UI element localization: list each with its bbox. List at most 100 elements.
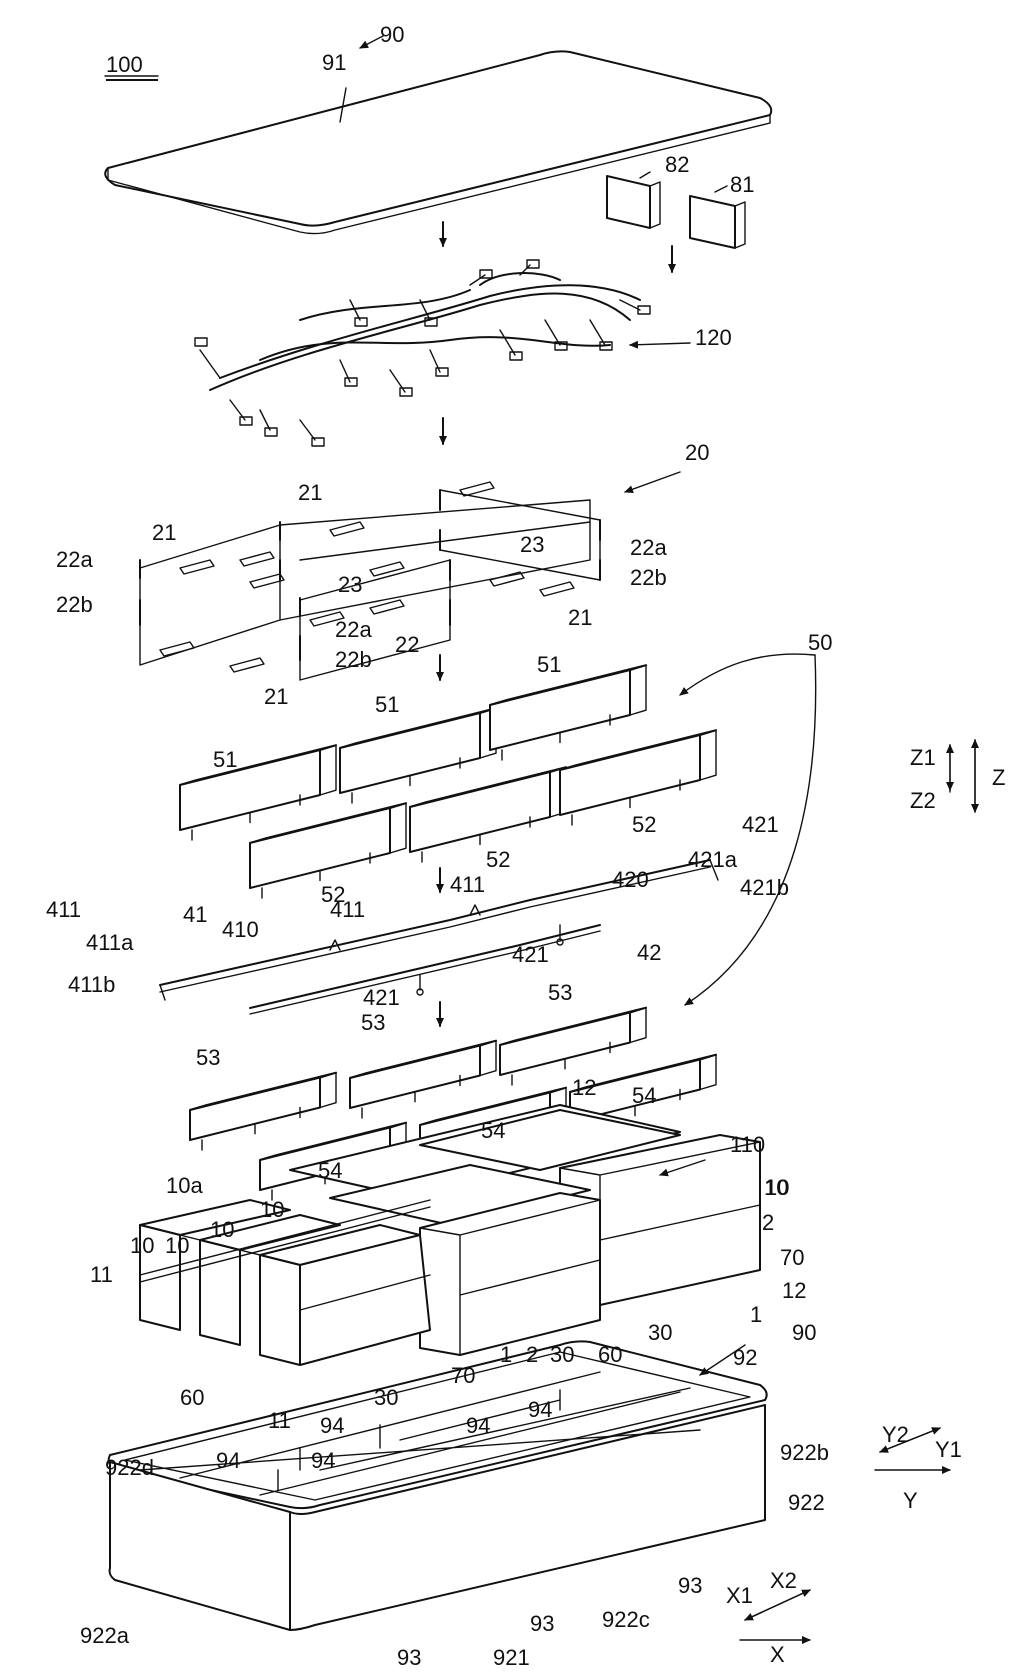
reference-label: 93 bbox=[678, 1573, 702, 1598]
reference-label: X bbox=[770, 1642, 785, 1667]
reference-label: 94 bbox=[216, 1448, 240, 1473]
reference-label: 54 bbox=[632, 1083, 656, 1108]
reference-label: 21 bbox=[152, 520, 176, 545]
reference-label: 21 bbox=[298, 480, 322, 505]
reference-label: 22a bbox=[56, 547, 93, 572]
reference-label: 10 bbox=[210, 1217, 234, 1242]
reference-label: 52 bbox=[632, 812, 656, 837]
reference-label: 81 bbox=[730, 172, 754, 197]
reference-label: 51 bbox=[375, 692, 399, 717]
reference-label: Y1 bbox=[935, 1437, 962, 1462]
reference-label: 421b bbox=[740, 875, 789, 900]
reference-label: 1 bbox=[750, 1302, 762, 1327]
reference-label: 60 bbox=[180, 1385, 204, 1410]
reference-label: 70 bbox=[780, 1245, 804, 1270]
reference-label: 922c bbox=[602, 1607, 650, 1632]
reference-label: 420 bbox=[612, 867, 649, 892]
reference-label: 922b bbox=[780, 1440, 829, 1465]
reference-label: 22 bbox=[395, 632, 419, 657]
module-frame bbox=[560, 730, 716, 825]
reference-label: 1 bbox=[500, 1342, 512, 1367]
reference-label: Z2 bbox=[910, 788, 936, 813]
reference-label: 94 bbox=[311, 1448, 335, 1473]
module-frame bbox=[340, 708, 496, 803]
module-frames-upper bbox=[180, 665, 716, 898]
reference-label: 922d bbox=[105, 1455, 154, 1480]
reference-label: 30 bbox=[648, 1320, 672, 1345]
reference-label: Y2 bbox=[882, 1422, 909, 1447]
reference-label: 30 bbox=[374, 1385, 398, 1410]
module-frame bbox=[490, 665, 646, 760]
reference-label: 51 bbox=[537, 652, 561, 677]
reference-label: 23 bbox=[338, 572, 362, 597]
module-frame bbox=[350, 1041, 496, 1118]
figure-reference-number: 100 bbox=[106, 52, 143, 77]
component-81 bbox=[690, 196, 745, 248]
wire-harness bbox=[195, 260, 650, 446]
reference-label: 94 bbox=[528, 1397, 552, 1422]
reference-label: 922a bbox=[80, 1623, 130, 1648]
reference-label: 21 bbox=[568, 605, 592, 630]
reference-label: 411b bbox=[68, 972, 115, 997]
cover-plate bbox=[105, 51, 771, 233]
reference-label: 82 bbox=[665, 152, 689, 177]
reference-label: 411 bbox=[330, 897, 365, 922]
module-frame bbox=[500, 1008, 646, 1085]
reference-label: 411a bbox=[86, 930, 134, 955]
reference-label: 22a bbox=[335, 617, 372, 642]
reference-label: 2 bbox=[526, 1342, 538, 1367]
reference-label: 53 bbox=[548, 980, 572, 1005]
reference-label: 411 bbox=[450, 872, 485, 897]
reference-label: 12 bbox=[572, 1075, 596, 1100]
reference-label: 120 bbox=[695, 325, 732, 350]
reference-label: 421 bbox=[363, 985, 400, 1010]
reference-label: 10a bbox=[166, 1173, 203, 1198]
reference-label: 922 bbox=[788, 1490, 825, 1515]
reference-label: 41 bbox=[183, 902, 207, 927]
reference-label: 21 bbox=[264, 684, 288, 709]
reference-label: 10 bbox=[165, 1233, 189, 1258]
reference-label: 60 bbox=[598, 1342, 622, 1367]
reference-label: 70 bbox=[451, 1363, 475, 1388]
reference-label: 54 bbox=[318, 1158, 342, 1183]
reference-label: 54 bbox=[481, 1118, 505, 1143]
module-frame bbox=[190, 1073, 336, 1150]
reference-label: 2 bbox=[762, 1210, 774, 1235]
reference-label: 91 bbox=[322, 50, 346, 75]
reference-label: 22b bbox=[56, 592, 93, 617]
reference-label: 921 bbox=[493, 1645, 530, 1670]
reference-label: 53 bbox=[361, 1010, 385, 1035]
reference-label: 110 bbox=[730, 1132, 765, 1157]
reference-label: 92 bbox=[733, 1345, 757, 1370]
reference-label: 11 bbox=[268, 1408, 291, 1433]
reference-label: 411 bbox=[46, 897, 81, 922]
reference-label: 421a bbox=[688, 847, 738, 872]
reference-label: Z bbox=[992, 765, 1005, 790]
reference-label: Y bbox=[903, 1488, 918, 1513]
reference-label: 10 bbox=[130, 1233, 154, 1258]
reference-label: 42 bbox=[637, 940, 661, 965]
reference-label: 10 bbox=[260, 1197, 284, 1222]
reference-label: 23 bbox=[520, 532, 544, 557]
reference-label: 93 bbox=[397, 1645, 421, 1670]
reference-label: 22a bbox=[630, 535, 667, 560]
reference-label: 20 bbox=[685, 440, 709, 465]
reference-label: 22b bbox=[630, 565, 667, 590]
reference-label: 94 bbox=[320, 1413, 344, 1438]
reference-label: 51 bbox=[213, 747, 237, 772]
component-82 bbox=[607, 176, 660, 228]
lower-case-tray bbox=[109, 1341, 767, 1630]
reference-label: X2 bbox=[770, 1568, 797, 1593]
reference-label: 421 bbox=[742, 812, 779, 837]
reference-label: 90 bbox=[380, 22, 404, 47]
reference-label: 53 bbox=[196, 1045, 220, 1070]
reference-label: 50 bbox=[808, 630, 832, 655]
reference-label: X1 bbox=[726, 1583, 753, 1608]
reference-label: 94 bbox=[466, 1413, 490, 1438]
reference-label: 410 bbox=[222, 917, 259, 942]
reference-label: 22b bbox=[335, 647, 372, 672]
reference-label: 90 bbox=[792, 1320, 816, 1345]
reference-label: 30 bbox=[550, 1342, 574, 1367]
reference-label: 12 bbox=[782, 1278, 806, 1303]
